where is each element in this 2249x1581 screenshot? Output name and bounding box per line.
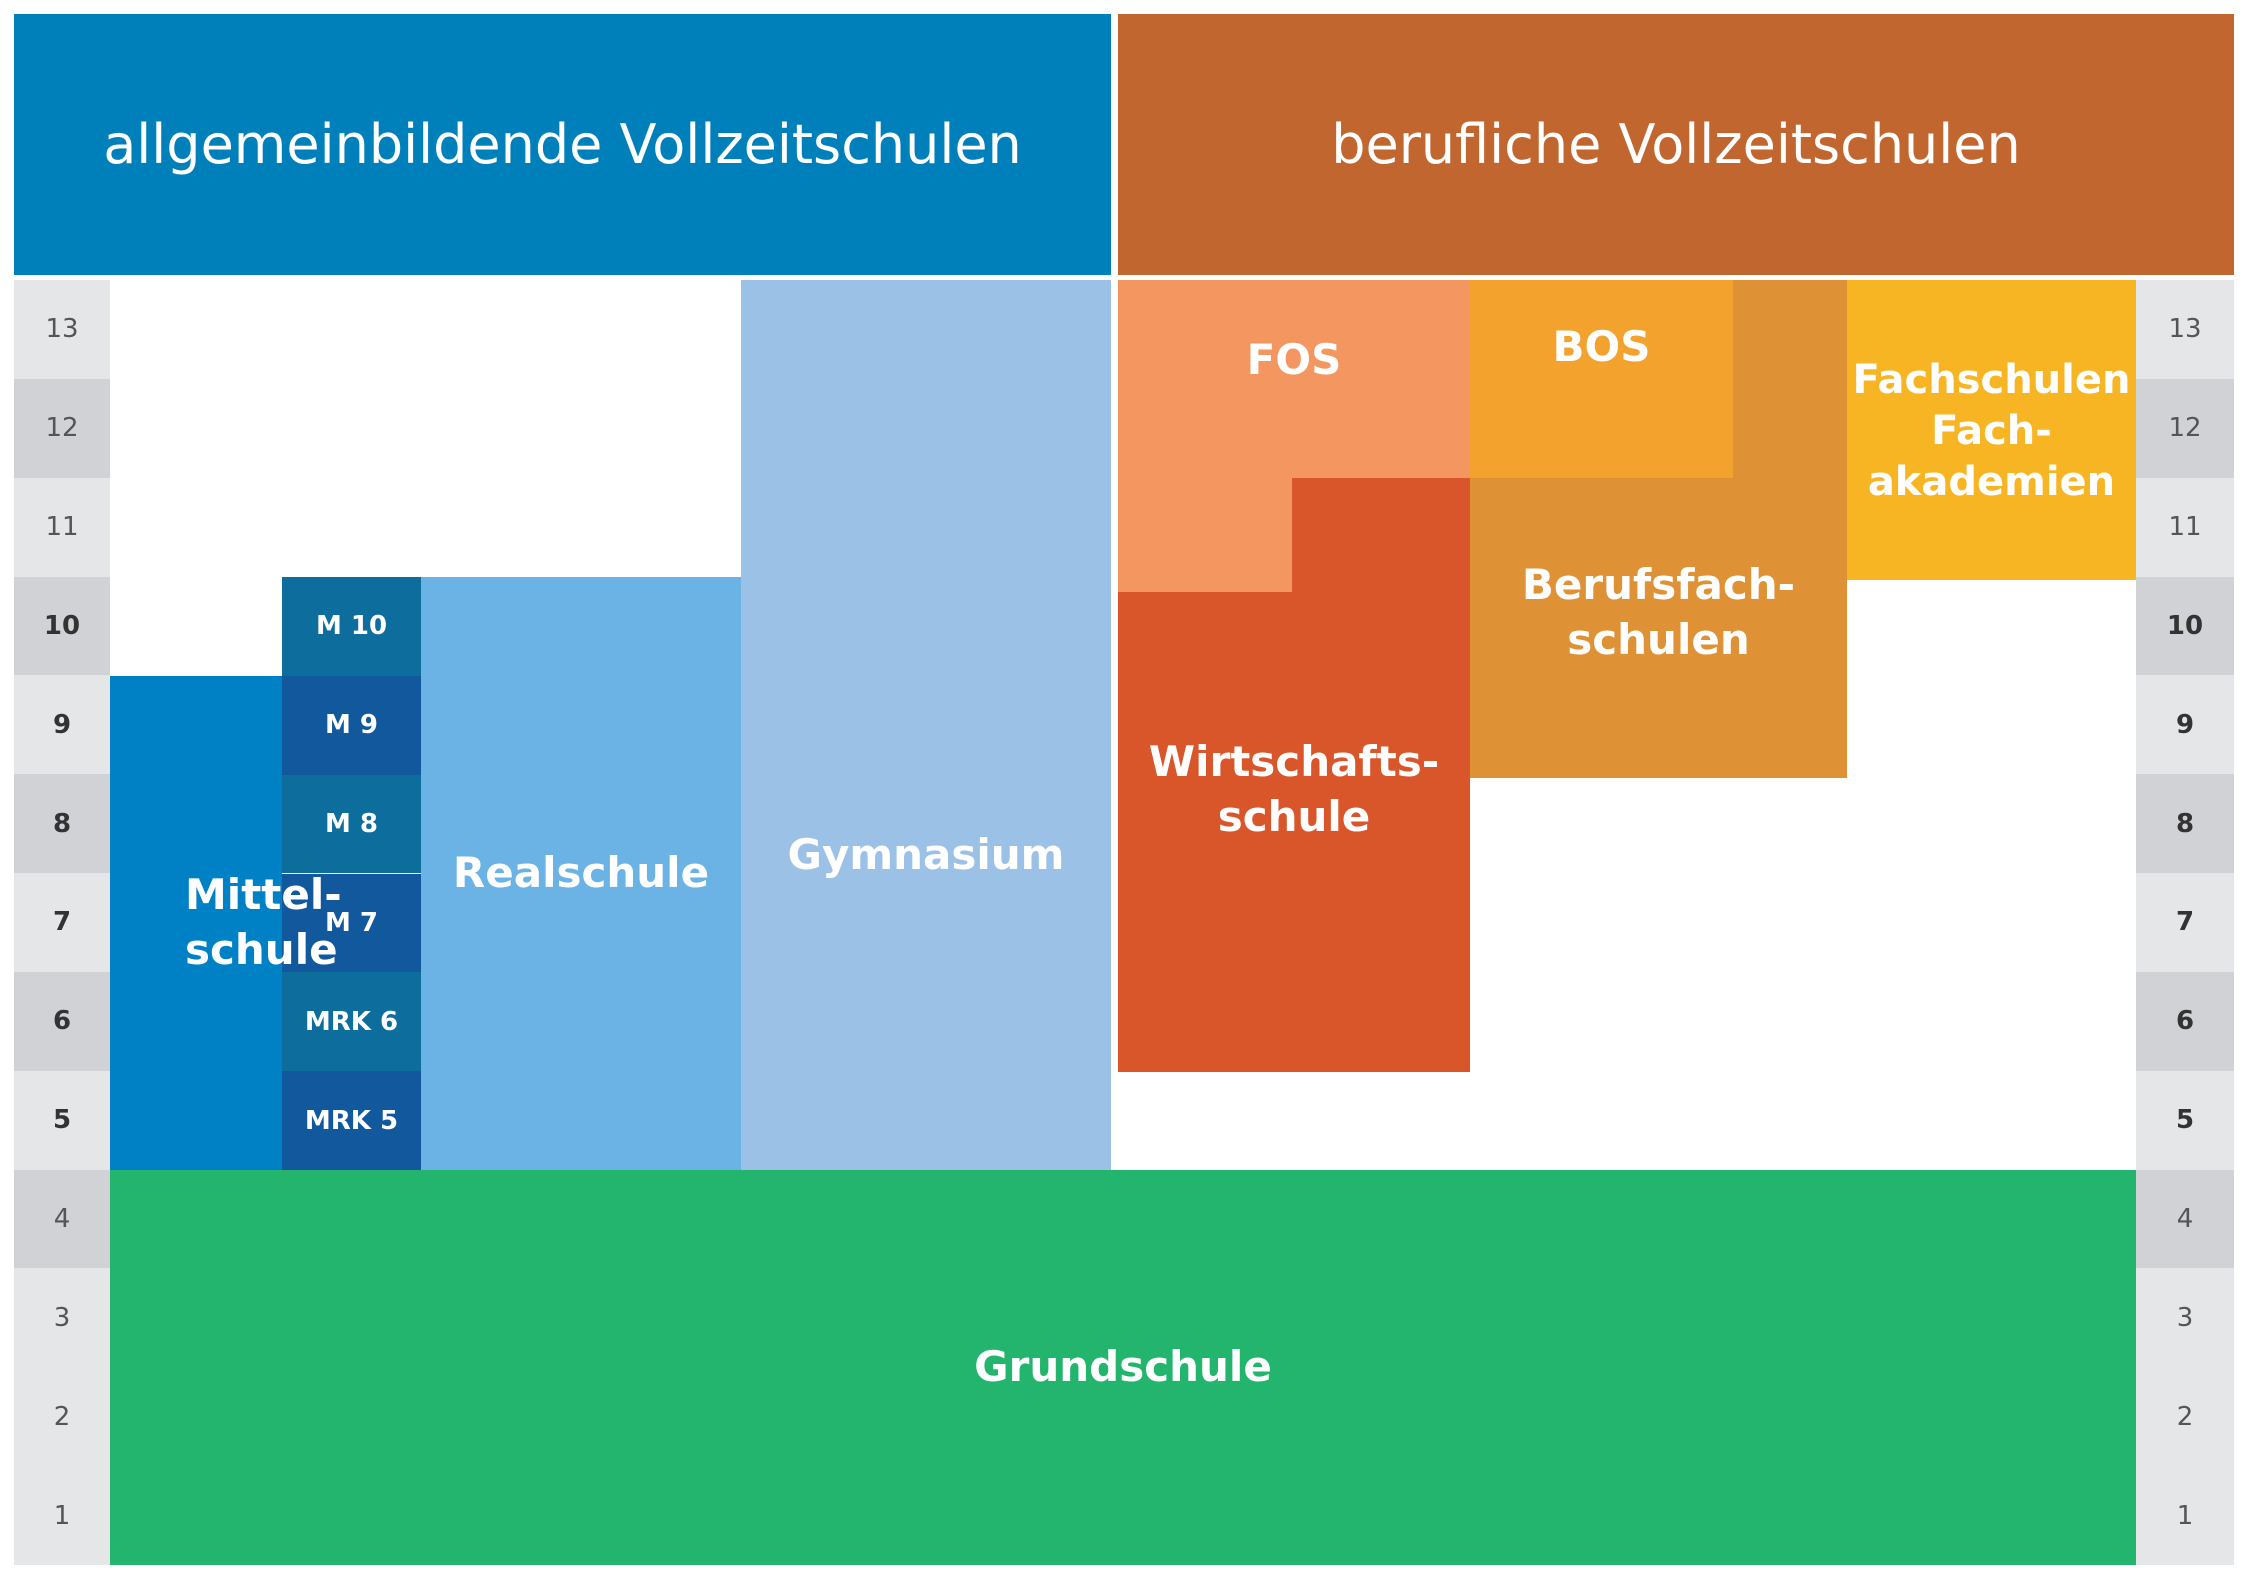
fos-label: FOS <box>1246 334 1342 384</box>
header-general-schools-label: allgemeinbildende Vollzeitschulen <box>103 113 1022 176</box>
fachschulen-label: Fachschulen Fach- akademien <box>1852 357 2131 506</box>
block-gymnasium: Gymnasium <box>741 280 1111 1170</box>
grade-right-8: 8 <box>2136 774 2234 874</box>
mittelschule-row-mrk-6: MRK 6 <box>282 972 421 1072</box>
grade-left-4: 4 <box>14 1169 110 1269</box>
block-wirtschaftsschule: Wirtschafts- schule <box>1118 592 1470 1072</box>
mittelschule-row-mrk-5: MRK 5 <box>282 1071 421 1170</box>
block-berufsfachschulen-strip <box>1733 280 1847 478</box>
grade-right-6: 6 <box>2136 971 2234 1071</box>
header-vocational-schools-label: berufliche Vollzeitschulen <box>1331 113 2021 176</box>
grade-right-3: 3 <box>2136 1268 2234 1368</box>
grade-left-11: 11 <box>14 477 110 577</box>
grade-right-5: 5 <box>2136 1070 2234 1170</box>
block-fachschulen: Fachschulen Fach- akademien <box>1847 280 2136 580</box>
wirtschaftsschule-label: Wirtschafts- schule <box>1148 737 1440 841</box>
grade-right-12: 12 <box>2136 378 2234 478</box>
grade-right-1: 1 <box>2136 1466 2234 1565</box>
grade-left-10: 10 <box>14 576 110 676</box>
grade-right-4: 4 <box>2136 1169 2234 1269</box>
grade-left-2: 2 <box>14 1367 110 1467</box>
mittelschule-row-m-7: M 7 <box>282 873 421 973</box>
gymnasium-label: Gymnasium <box>787 829 1065 879</box>
grade-right-13: 13 <box>2136 280 2234 379</box>
grundschule-label: Grundschule <box>974 1342 1272 1392</box>
mittelschule-row-m-10: M 10 <box>282 577 421 676</box>
berufsfachschulen-label: Berufsfach- schulen <box>1521 560 1796 664</box>
block-grundschule: Grundschule <box>110 1170 2136 1565</box>
grade-right-11: 11 <box>2136 477 2234 577</box>
grade-left-7: 7 <box>14 873 110 972</box>
grade-left-13: 13 <box>14 280 110 379</box>
grade-left-6: 6 <box>14 971 110 1071</box>
grade-right-7: 7 <box>2136 873 2234 972</box>
mittelschule-label: Mittel- schule <box>185 870 342 974</box>
block-realschule: Realschule <box>421 577 741 1170</box>
block-fos <box>1118 280 1470 478</box>
grade-left-8: 8 <box>14 774 110 874</box>
grade-left-12: 12 <box>14 378 110 478</box>
mittelschule-row-m-8: M 8 <box>282 774 421 874</box>
grade-left-5: 5 <box>14 1070 110 1170</box>
grade-left-3: 3 <box>14 1268 110 1368</box>
grade-right-10: 10 <box>2136 576 2234 676</box>
header-vocational-schools: berufliche Vollzeitschulen <box>1118 14 2234 275</box>
realschule-label: Realschule <box>452 848 710 898</box>
grade-right-9: 9 <box>2136 675 2234 775</box>
grade-left-1: 1 <box>14 1466 110 1565</box>
mittelschule-row-m-9: M 9 <box>282 675 421 775</box>
block-wirtschaftsschule-upper <box>1292 478 1470 592</box>
grade-left-9: 9 <box>14 675 110 775</box>
fos-label-box: FOS <box>1118 320 1470 400</box>
block-fos-lower <box>1118 478 1292 592</box>
block-mittelschule: Mittel- schule <box>110 676 342 1170</box>
grade-right-2: 2 <box>2136 1367 2234 1467</box>
bos-label: BOS <box>1552 322 1651 371</box>
block-bos: BOS <box>1470 280 1733 478</box>
block-berufsfachschulen: Berufsfach- schulen <box>1470 478 1847 778</box>
header-general-schools: allgemeinbildende Vollzeitschulen <box>14 14 1111 275</box>
